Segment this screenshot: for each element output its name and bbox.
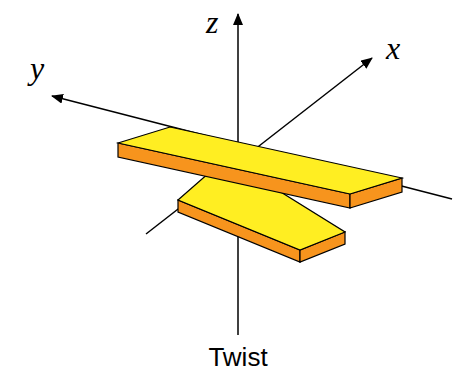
caption-label: Twist <box>208 344 267 370</box>
axis-label: y <box>30 52 44 84</box>
axis-label: x <box>386 32 400 64</box>
axis-label: z <box>206 6 218 38</box>
upper-plate <box>118 127 402 208</box>
